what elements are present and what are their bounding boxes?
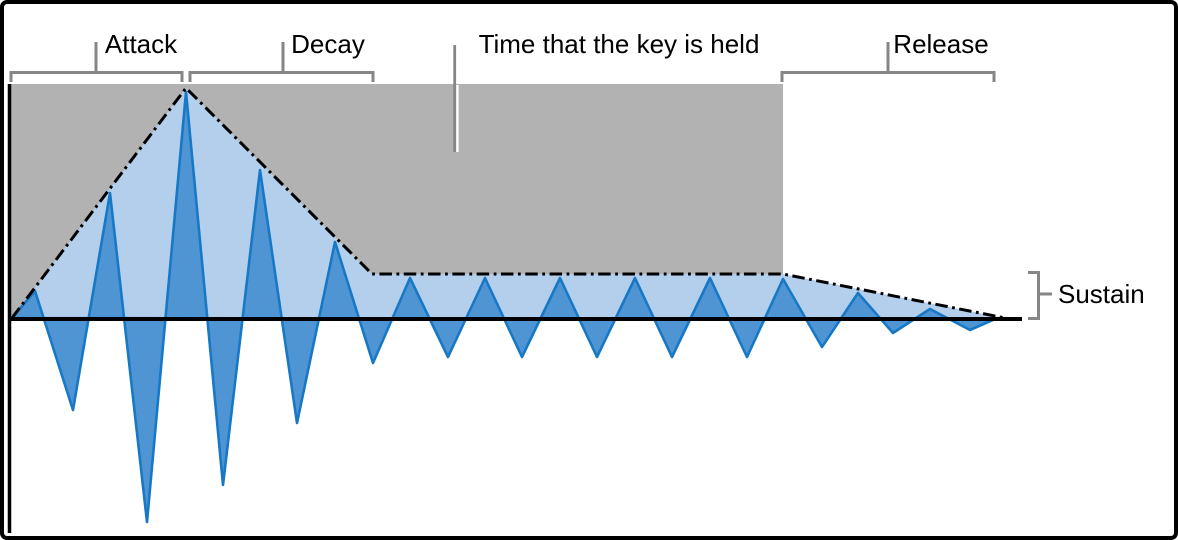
attack-label: Attack	[104, 29, 178, 59]
release-label: Release	[893, 29, 989, 59]
attack-bracket	[9, 71, 184, 82]
envelope-outline-dashdot	[10, 85, 1006, 320]
key-held-label: Time that the key is held	[478, 29, 760, 59]
decay-label: Decay	[291, 29, 365, 59]
release-bracket	[780, 71, 996, 82]
sustain-bracket	[1028, 271, 1052, 320]
decay-bracket	[188, 71, 375, 82]
waveform	[10, 90, 997, 524]
sustain-label: Sustain	[1058, 279, 1145, 309]
